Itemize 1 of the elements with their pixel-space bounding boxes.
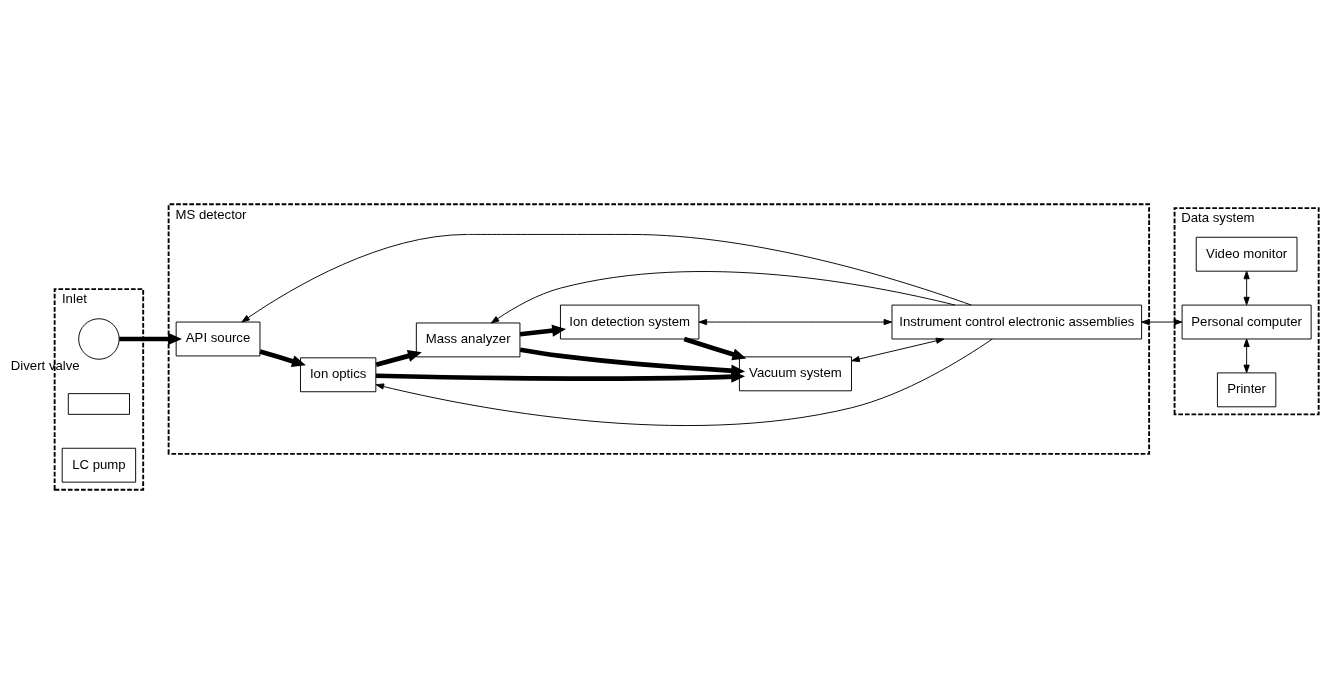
node-label: Divert valve <box>10 357 80 373</box>
